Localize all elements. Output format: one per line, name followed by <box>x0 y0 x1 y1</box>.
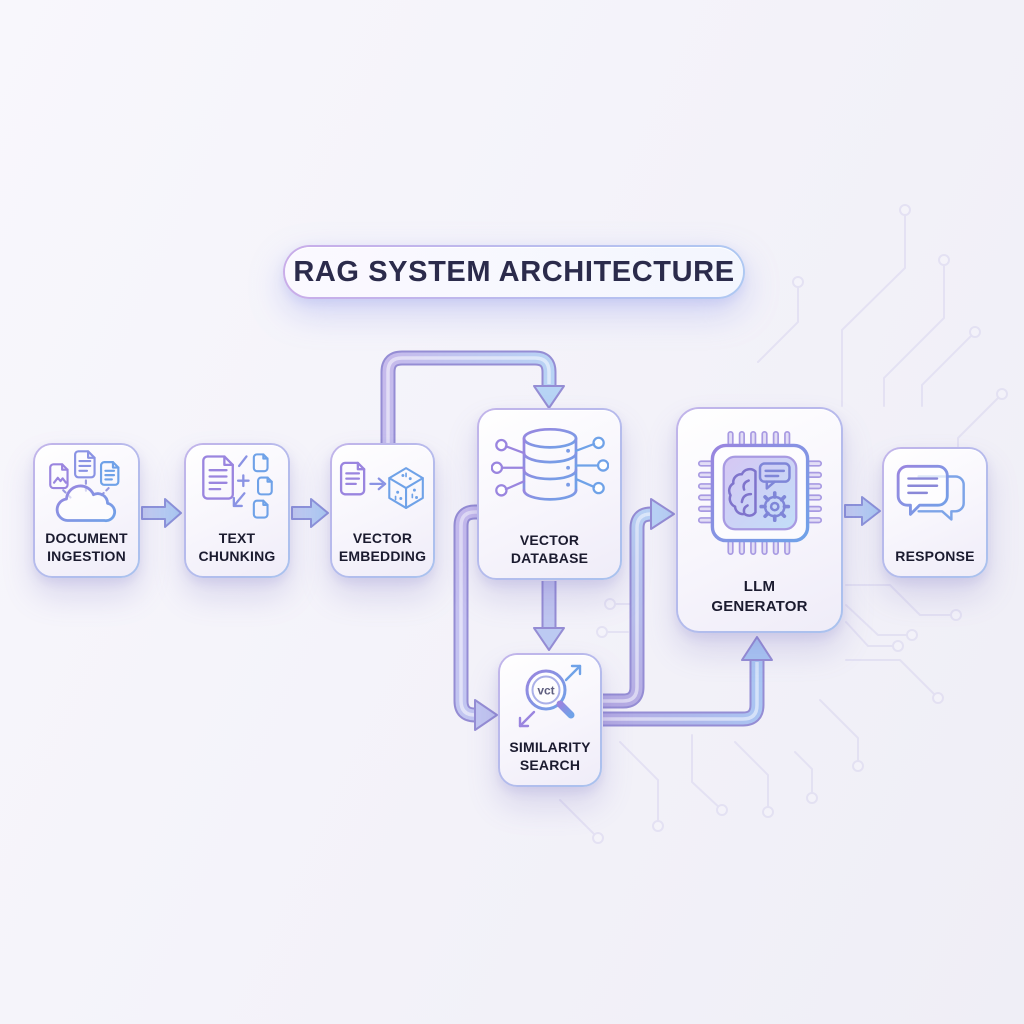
node-text-chunking-body: TEXT CHUNKING <box>186 445 288 576</box>
node-response: RESPONSE <box>882 447 988 578</box>
diagram-title-inner: RAG SYSTEM ARCHITECTURE <box>285 247 743 297</box>
label-line: LLM <box>743 577 776 595</box>
label-line: GENERATOR <box>711 597 808 615</box>
document-split-icon <box>186 445 288 529</box>
edge-similarity-search-to-llm-bottom <box>603 636 773 727</box>
label-line: VECTOR <box>352 529 413 546</box>
edge-vector-database-to-similarity-search-down <box>533 581 565 651</box>
document-to-cube-icon <box>332 445 433 529</box>
magnifier-vectors-icon: vct <box>500 655 600 738</box>
node-similarity-search-body: vct SIMILARITY SEARCH <box>500 655 600 785</box>
node-vector-embedding: VECTOR EMBEDDING <box>330 443 435 578</box>
diagram-title-pill: RAG SYSTEM ARCHITECTURE <box>283 245 745 299</box>
label-line: SIMILARITY <box>509 738 591 755</box>
label-line: TEXT <box>218 529 256 546</box>
ai-chip-brain-icon <box>678 409 841 577</box>
label-line: INGESTION <box>47 548 126 565</box>
node-llm-generator-body: LLM GENERATOR <box>678 409 841 631</box>
label-line: CHUNKING <box>198 548 276 565</box>
node-label: TEXT CHUNKING <box>198 529 275 567</box>
edge-text-chunking-to-vector-embedding <box>291 498 329 528</box>
node-vector-database-body: VECTOR DATABASE <box>479 410 620 578</box>
node-llm-generator: LLM GENERATOR <box>676 407 843 633</box>
label-line: DATABASE <box>510 550 589 567</box>
edge-vector-embedding-to-vector-database <box>380 350 565 446</box>
label-line: VECTOR <box>519 531 580 548</box>
node-label: SIMILARITY SEARCH <box>509 738 590 776</box>
node-label: VECTOR DATABASE <box>511 531 588 569</box>
documents-cloud-upload-icon <box>35 445 138 529</box>
node-label: DOCUMENT INGESTION <box>45 529 127 567</box>
magnifier-lens-text: vct <box>537 684 554 698</box>
label-line: EMBEDDING <box>338 548 427 565</box>
page-title: RAG SYSTEM ARCHITECTURE <box>293 255 735 288</box>
edge-llm-to-response <box>844 496 881 526</box>
brain-icon <box>727 467 757 517</box>
node-document-ingestion-body: DOCUMENT INGESTION <box>35 445 138 576</box>
node-label: VECTOR EMBEDDING <box>339 529 426 567</box>
database-network-icon <box>479 410 620 531</box>
node-vector-database: VECTOR DATABASE <box>477 408 622 580</box>
node-response-body: RESPONSE <box>884 449 986 576</box>
node-similarity-search: vct SIMILARITY SEARCH <box>498 653 602 787</box>
label-line: SEARCH <box>519 757 581 774</box>
edge-vector-database-to-similarity-search-left <box>453 504 498 731</box>
node-document-ingestion: DOCUMENT INGESTION <box>33 443 140 578</box>
chat-bubbles-icon <box>884 449 986 547</box>
node-label: LLM GENERATOR <box>711 577 807 617</box>
node-text-chunking: TEXT CHUNKING <box>184 443 290 578</box>
edge-document-ingestion-to-text-chunking <box>141 498 182 528</box>
edge-similarity-search-to-llm-left <box>603 498 675 709</box>
node-label: RESPONSE <box>895 547 974 566</box>
label-line: RESPONSE <box>895 548 975 565</box>
gear-icon <box>758 491 790 522</box>
chat-bubble-icon <box>758 462 791 490</box>
label-line: DOCUMENT <box>45 529 128 546</box>
node-vector-embedding-body: VECTOR EMBEDDING <box>332 445 433 576</box>
